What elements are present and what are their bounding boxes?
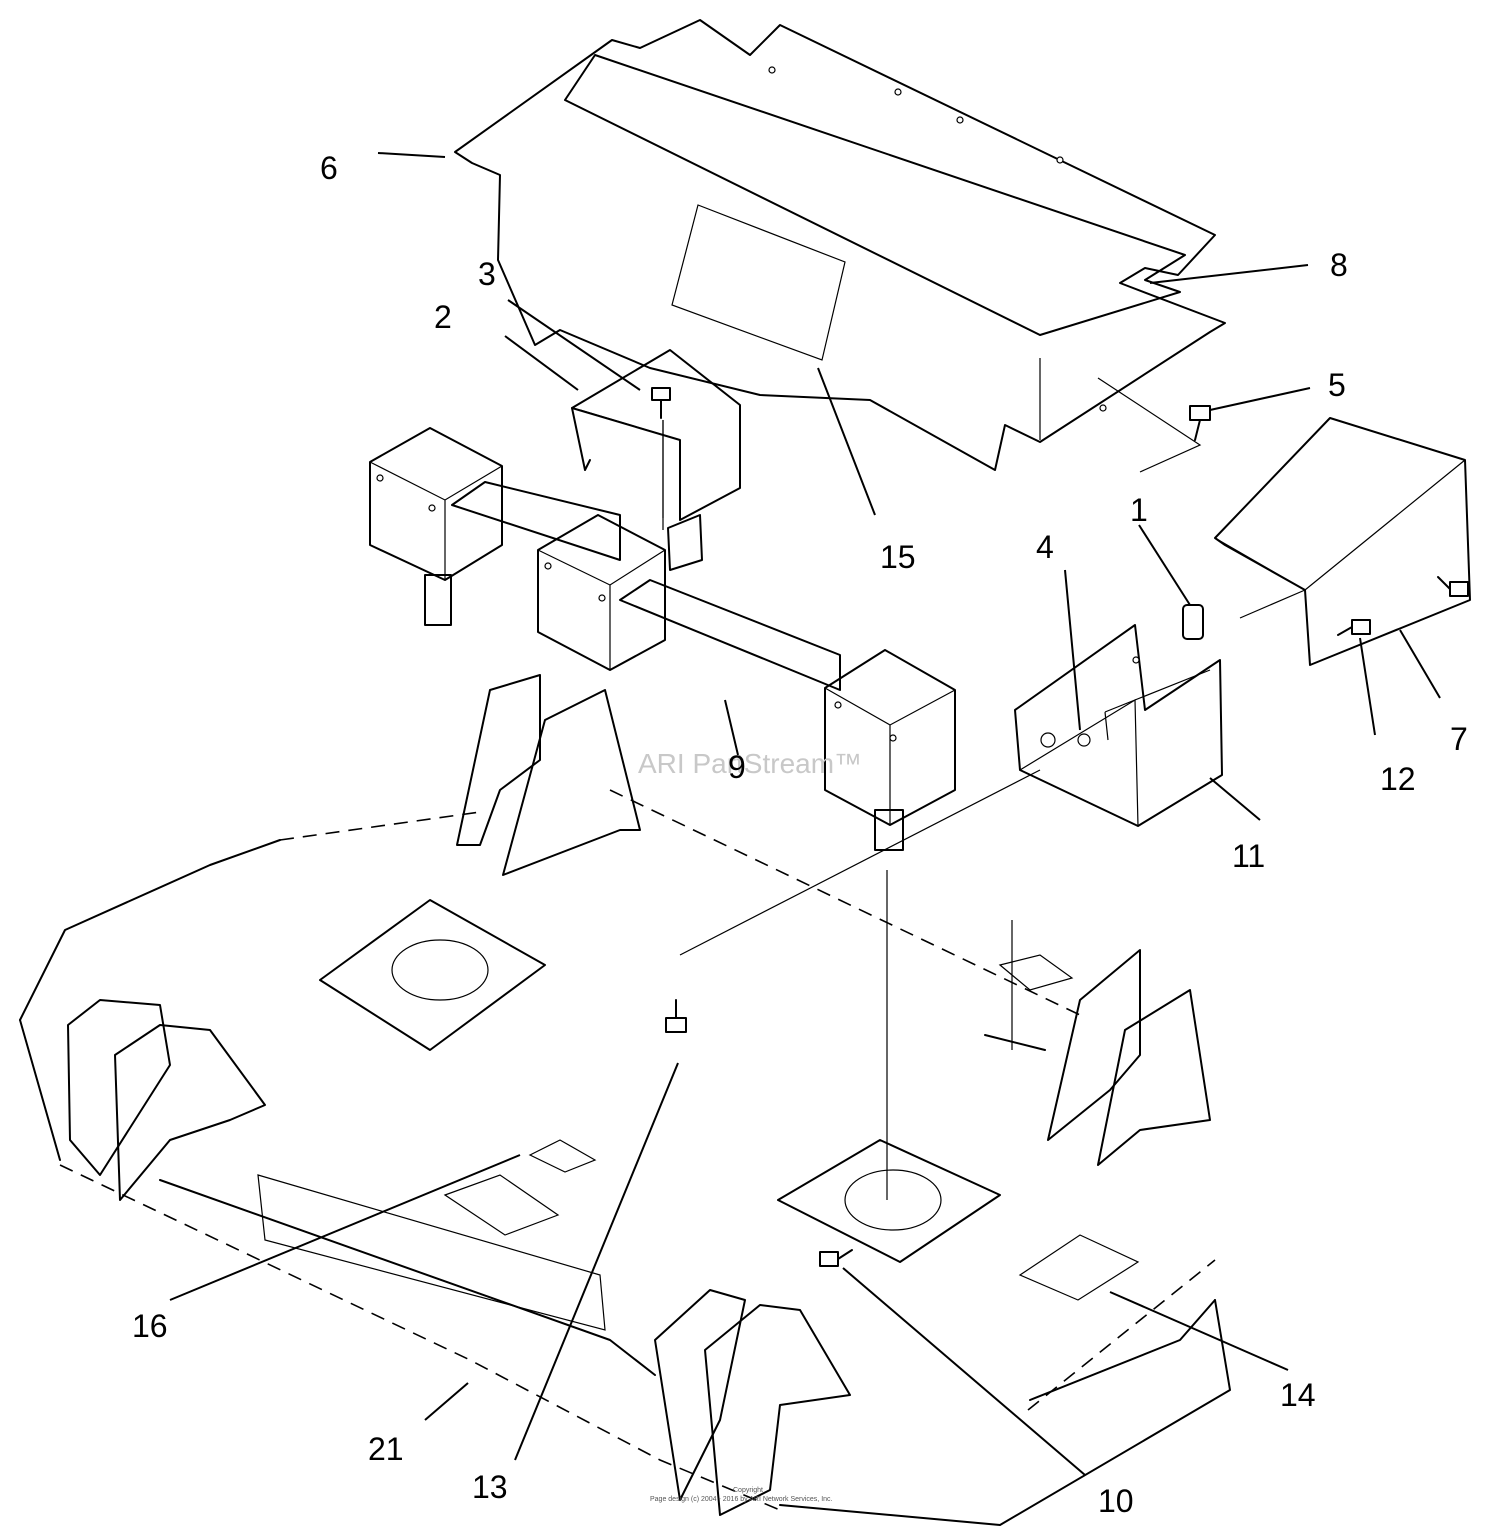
callout-16: 16	[132, 1308, 168, 1344]
right-cover-7	[1214, 417, 1471, 666]
clip-1-icon	[1182, 604, 1204, 640]
mower-deck	[19, 789, 1231, 1526]
callout-3: 3	[478, 256, 496, 292]
callout-7: 7	[1450, 721, 1468, 757]
baffle-rear-left	[67, 999, 266, 1201]
watermark: ARI PartStream™	[638, 748, 862, 779]
bolt-3-icon	[651, 387, 671, 419]
baffle-front-left	[456, 674, 641, 876]
cover-bracket-2	[571, 349, 741, 521]
callout-6: 6	[320, 150, 338, 186]
callout-5: 5	[1328, 367, 1346, 403]
callout-8: 8	[1330, 247, 1348, 283]
assembly-lines	[662, 420, 1306, 1200]
baffle-rear-right	[654, 1289, 851, 1516]
callout-14: 14	[1280, 1377, 1316, 1413]
top-shield	[454, 19, 1226, 473]
bolt-7-icon	[1437, 576, 1469, 597]
copyright-line2: Page design (c) 2004 - 2016 by ARI Netwo…	[650, 1496, 833, 1503]
leader-lines	[169, 152, 1441, 1476]
callout-10: 10	[1098, 1483, 1134, 1519]
baffle-front-right	[1047, 949, 1211, 1166]
callout-21: 21	[368, 1431, 404, 1467]
fasteners	[651, 387, 1469, 1267]
bolt-12-icon	[1337, 619, 1371, 636]
bolt-13-icon	[665, 999, 687, 1033]
bolt-5-icon	[1189, 405, 1211, 441]
callout-13: 13	[472, 1469, 508, 1505]
copyright-line1: Copyright	[733, 1487, 763, 1494]
bracket-11	[1014, 624, 1223, 827]
callout-12: 12	[1380, 761, 1416, 797]
callout-11: 11	[1232, 838, 1265, 874]
callout-1: 1	[1130, 492, 1148, 528]
gearbox-assembly	[369, 427, 956, 851]
callout-9: 9	[728, 749, 746, 785]
callout-15: 15	[880, 539, 916, 575]
callout-labels: 1 2 3 4 5 6 7 8 9 10 11 12 13 14 15 16 2…	[132, 150, 1468, 1519]
bolt-10-icon	[819, 1249, 853, 1267]
callout-2: 2	[434, 299, 452, 335]
callout-4: 4	[1036, 529, 1054, 565]
